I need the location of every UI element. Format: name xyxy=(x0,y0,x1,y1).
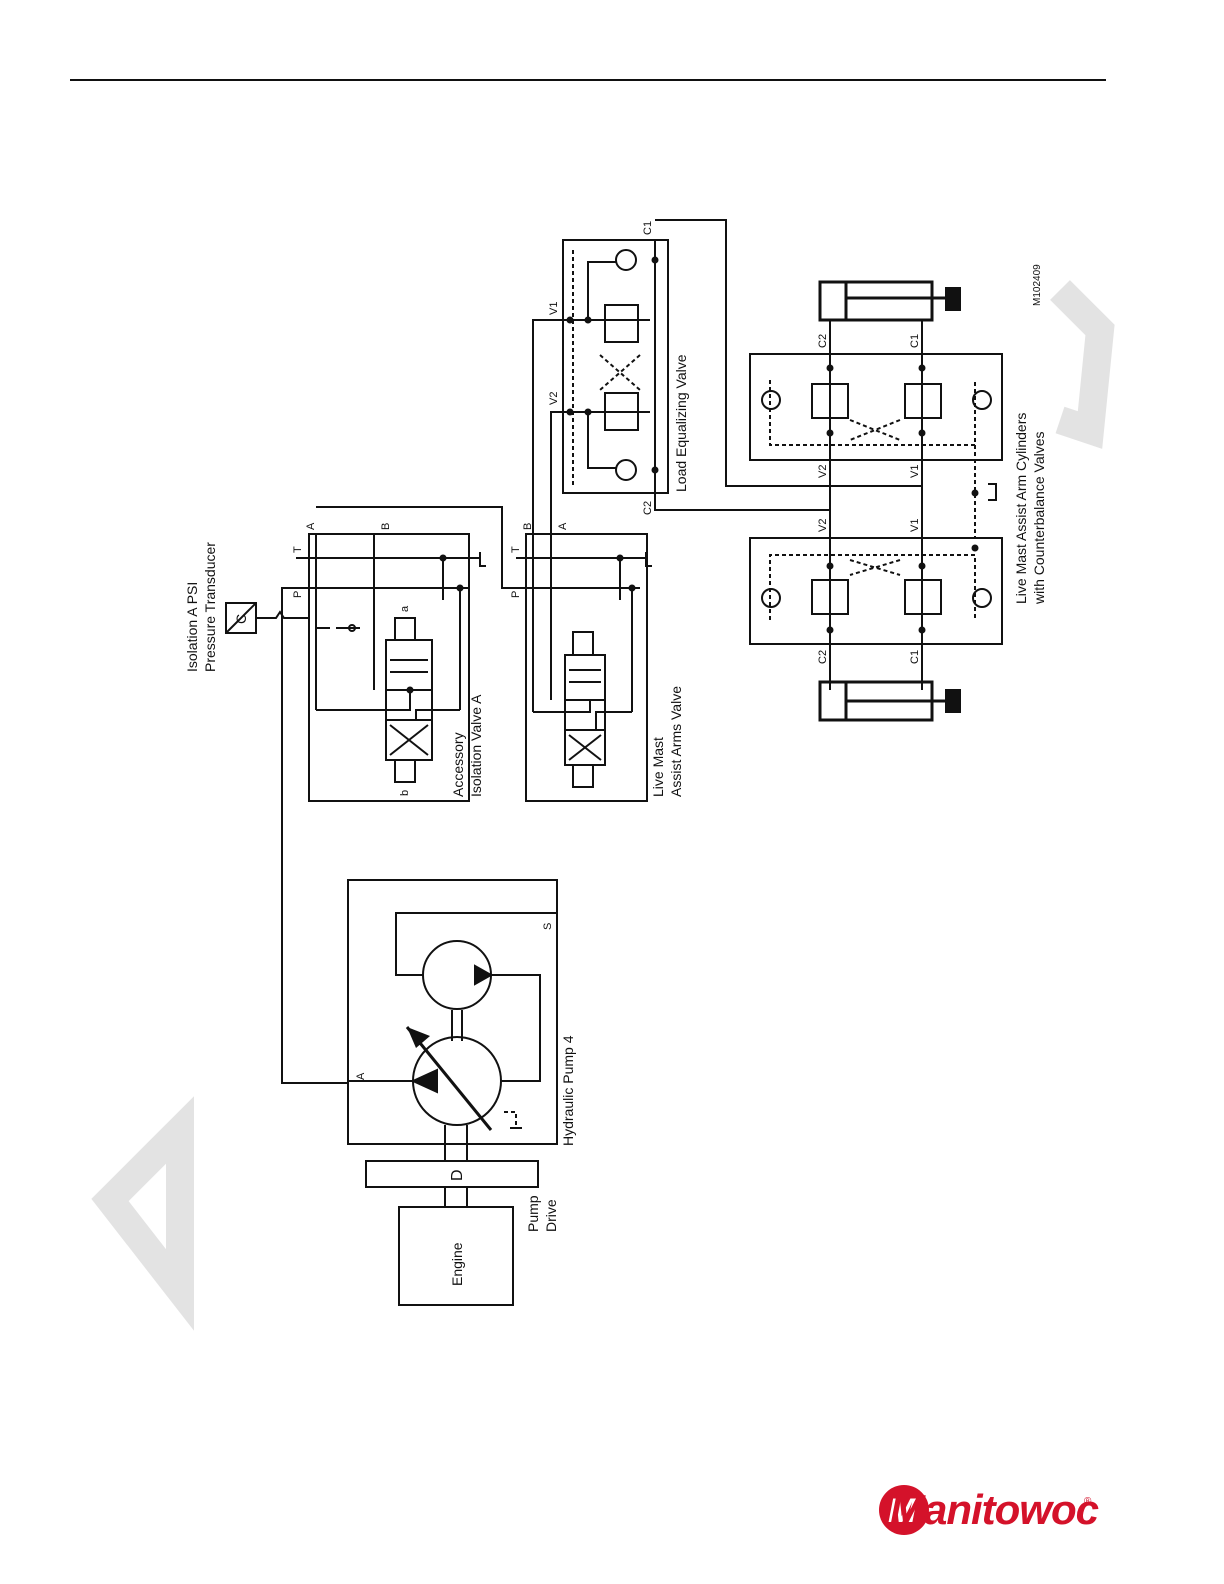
port-iso-A: A xyxy=(305,522,317,530)
port-iso-a: a xyxy=(399,605,411,612)
load-equalizing-valve-enclosure xyxy=(563,240,668,493)
label-pump: Hydraulic Pump 4 xyxy=(560,1035,576,1146)
port-leq-V2: V2 xyxy=(548,392,560,405)
port-cb-lower-V2: V2 xyxy=(817,519,829,532)
port-leq-C2: C2 xyxy=(642,501,654,515)
port-assist-P: P xyxy=(510,591,522,598)
port-assist-A: A xyxy=(557,522,569,530)
port-cb-lower-V1: V1 xyxy=(909,519,921,532)
port-iso-B: B xyxy=(380,523,392,530)
port-cb-upper-C2: C2 xyxy=(817,334,829,348)
label-assist-valve-1: Live Mast xyxy=(650,737,666,797)
port-pump-A: A xyxy=(355,1072,367,1080)
label-iso-valve-1: Accessory xyxy=(450,732,466,797)
label-cylinders-2: with Counterbalance Valves xyxy=(1031,431,1047,605)
port-iso-T: T xyxy=(292,546,304,553)
label-assist-valve-2: Assist Arms Valve xyxy=(668,686,684,797)
label-pump-drive-2: Drive xyxy=(543,1199,559,1232)
brand-registered-mark: ® xyxy=(1084,1496,1091,1507)
port-iso-b: b xyxy=(399,790,411,796)
junction-dots xyxy=(407,257,979,694)
figure-id: M102409 xyxy=(1032,264,1043,306)
label-cylinders-1: Live Mast Assist Arm Cylinders xyxy=(1013,413,1029,604)
port-leq-C1: C1 xyxy=(642,221,654,235)
label-engine: Engine xyxy=(449,1242,465,1286)
port-pump-S: S xyxy=(542,923,554,930)
label-transducer-2: Pressure Transducer xyxy=(202,542,218,672)
brand-logo-text: Manitowoc xyxy=(890,1486,1098,1534)
port-leq-V1: V1 xyxy=(548,302,560,315)
port-cb-lower-C1: C1 xyxy=(909,650,921,664)
label-iso-valve-2: Isolation Valve A xyxy=(468,694,484,797)
port-assist-B: B xyxy=(522,523,534,530)
assist-arms-valve-enclosure xyxy=(526,534,647,801)
port-transducer-C: C xyxy=(233,614,249,624)
port-cb-lower-C2: C2 xyxy=(817,650,829,664)
port-cb-upper-C1: C1 xyxy=(909,334,921,348)
port-cb-upper-V2: V2 xyxy=(817,465,829,478)
port-assist-T: T xyxy=(510,546,522,553)
label-load-eq-valve: Load Equalizing Valve xyxy=(673,354,689,492)
port-cb-upper-V1: V1 xyxy=(909,465,921,478)
label-transducer-1: Isolation A PSI xyxy=(184,582,200,672)
counterbalance-lower xyxy=(750,538,1002,644)
watermark xyxy=(110,290,1100,1290)
label-pump-drive-1: Pump xyxy=(525,1195,541,1232)
port-iso-P: P xyxy=(292,591,304,598)
cylinder-upper xyxy=(820,282,932,320)
port-drive-D: D xyxy=(449,1169,466,1181)
